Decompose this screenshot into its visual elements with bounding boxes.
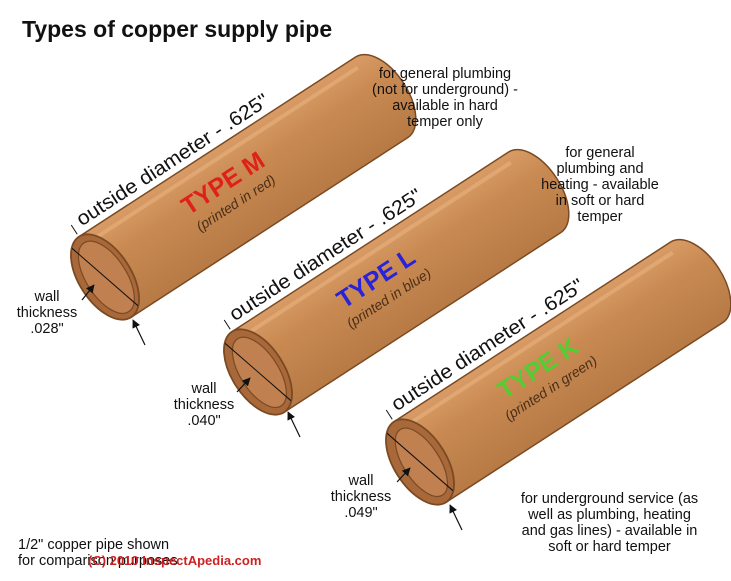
- pipe-body: [393, 238, 731, 503]
- diameter-tick: [70, 224, 78, 235]
- use-note-line: and gas lines) - available in: [521, 523, 698, 539]
- pipe-highlight: [89, 65, 359, 243]
- diameter-arrow: [132, 319, 146, 346]
- wall-label-line: thickness: [16, 305, 78, 321]
- wall-label-type-k: wall thickness .049": [322, 473, 400, 521]
- wall-label-line: thickness: [330, 489, 392, 505]
- footnote-line: 1/2" copper pipe shown: [18, 537, 170, 553]
- diameter-line: [224, 342, 292, 402]
- diameter-line: [386, 432, 454, 492]
- use-note-type-k: for underground service (as well as plum…: [497, 491, 722, 555]
- diameter-line: [71, 247, 139, 307]
- footnote: 1/2" copper pipe shown for comparison pu…: [18, 537, 238, 569]
- wall-label-line: wall: [191, 381, 217, 397]
- wall-arrow: [236, 377, 251, 393]
- diameter-tick: [385, 409, 393, 420]
- wall-label-line: wall: [34, 289, 60, 305]
- use-note-line: (not for underground) -: [372, 82, 518, 98]
- use-note-line: for underground service (as: [520, 491, 699, 507]
- use-note-line: temper: [577, 209, 623, 225]
- use-note-line: available in hard: [392, 98, 498, 114]
- copyright-watermark: (C) 2010 InspectApedia.com: [88, 553, 262, 568]
- wall-label-line: .049": [344, 505, 378, 521]
- use-note-line: plumbing and: [556, 161, 644, 177]
- footnote-line: for comparison purposes: [18, 553, 178, 569]
- pipe-body: [78, 53, 417, 318]
- pipe-highlight: [242, 160, 512, 338]
- wall-label-line: .028": [30, 321, 64, 337]
- diameter-arrow: [287, 411, 301, 438]
- use-note-line: soft or hard temper: [548, 539, 671, 555]
- pipe-highlight: [404, 250, 674, 428]
- use-note-type-l: for general plumbing and heating - avail…: [510, 145, 690, 225]
- wall-label-line: thickness: [173, 397, 235, 413]
- use-note-line: temper only: [407, 114, 483, 130]
- wall-arrow: [396, 467, 411, 483]
- use-note-line: for general: [565, 145, 635, 161]
- diagram-title: Types of copper supply pipe: [22, 16, 333, 42]
- wall-arrow: [81, 284, 95, 301]
- wall-label-line: wall: [348, 473, 374, 489]
- use-note-line: for general plumbing: [378, 66, 512, 82]
- wall-label-line: .040": [187, 413, 221, 429]
- wall-label-type-l: wall thickness .040": [165, 381, 243, 429]
- use-note-type-m: for general plumbing (not for undergroun…: [350, 66, 540, 130]
- diameter-tick: [223, 319, 231, 330]
- use-note-line: well as plumbing, heating: [528, 507, 691, 523]
- pipe-body: [231, 148, 570, 413]
- use-note-line: heating - available: [541, 177, 659, 193]
- diameter-arrow: [449, 504, 463, 531]
- wall-label-type-m: wall thickness .028": [8, 289, 86, 337]
- use-note-line: in soft or hard: [555, 193, 645, 209]
